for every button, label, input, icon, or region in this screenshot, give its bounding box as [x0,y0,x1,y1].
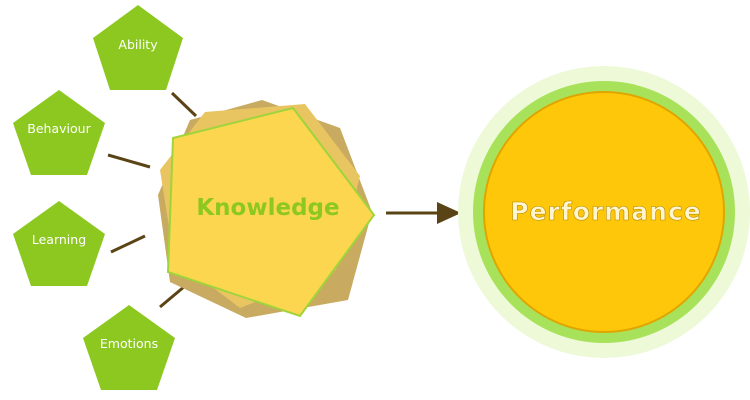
connector-ability [170,91,198,118]
input-node-learning: Learning [13,201,105,286]
connector-emotions [159,284,186,309]
input-pentagon [93,5,183,90]
connector-learning [110,234,146,254]
knowledge-label: Knowledge [196,195,339,221]
connectors [107,91,198,309]
knowledge-front-shape [166,106,376,318]
input-label-ability: Ability [118,37,158,52]
input-pentagon [13,201,105,286]
input-pentagon [83,305,175,390]
input-node-emotions: Emotions [83,305,175,390]
performance-circle [483,91,725,333]
arrow-head [437,202,461,224]
knowledge-node: Knowledge [158,100,376,318]
input-pentagon [13,90,105,175]
arrow-to-performance [386,202,461,224]
input-node-ability: Ability [93,5,183,90]
performance-node: Performance [458,66,750,358]
input-label-learning: Learning [32,232,86,247]
input-label-emotions: Emotions [100,336,158,351]
input-label-behaviour: Behaviour [27,121,91,136]
connector-behaviour [107,153,151,169]
input-node-behaviour: Behaviour [13,90,105,175]
performance-label: Performance [510,197,701,226]
